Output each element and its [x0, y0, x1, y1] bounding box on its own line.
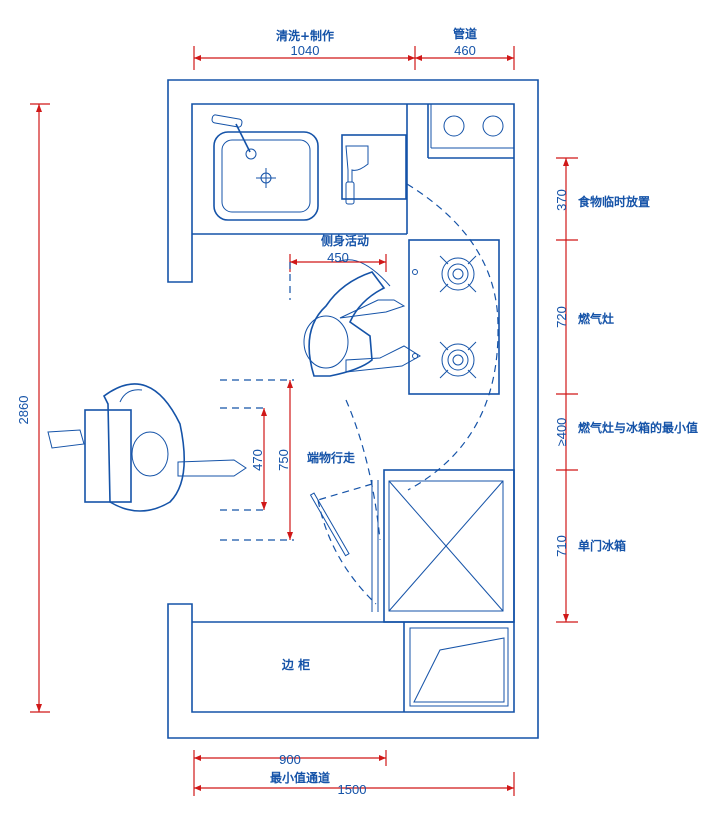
walking-dimensions: 750 470 端物行走: [220, 379, 355, 541]
walk-label: 端物行走: [307, 450, 355, 465]
right-dim-label-2: 燃气灶: [578, 311, 614, 326]
left-dimension: 2860: [16, 103, 50, 713]
bottom-total-dimension: 1500: [338, 782, 367, 797]
corridor-label: 最小值通道: [270, 770, 330, 785]
right-dim-value-1: 370: [554, 189, 569, 211]
gas-burner-icon: [408, 239, 500, 395]
faucet-icon: [211, 114, 257, 160]
person-icon: [47, 383, 247, 512]
right-dim-value-4: 710: [554, 535, 569, 557]
bottom-dimensions: 900 最小值通道 1500: [193, 750, 515, 797]
top-counter: [192, 104, 514, 235]
sink-icon: [213, 131, 319, 221]
bottom-cabinets: 边 柜: [192, 621, 514, 712]
top-dimensions: 清洗+制作 1040 管道 460: [193, 26, 515, 70]
wash-prep-label: 清洗+制作: [276, 28, 334, 43]
person-icon: [303, 259, 421, 377]
right-dim-value-2: 720: [554, 306, 569, 328]
walls: [167, 79, 539, 739]
right-dim-value-3: ≥400: [554, 418, 569, 447]
wash-prep-dimension: 1040: [291, 43, 320, 58]
right-dim-label-3: 燃气灶与冰箱的最小值: [578, 420, 698, 435]
side-activity-label: 侧身活动: [321, 233, 369, 248]
walk-inner-dimension: 470: [250, 449, 265, 471]
pipe-holes: [443, 115, 504, 137]
right-dim-label-4: 单门冰箱: [578, 538, 626, 553]
pipe-label: 管道: [453, 26, 477, 41]
right-dimensions: 370 食物临时放置 720 燃气灶 ≥400 燃气灶与冰箱的最小值 710 单…: [554, 157, 698, 623]
side-cabinet-label: 边 柜: [281, 657, 310, 672]
pipe-dimension: 460: [454, 43, 476, 58]
knife-icon: [345, 145, 369, 205]
right-dim-label-1: 食物临时放置: [577, 194, 650, 209]
total-length-dimension: 2860: [16, 396, 31, 425]
refrigerator-icon: [371, 469, 515, 623]
side-activity-dimension: 侧身活动 450: [289, 233, 387, 300]
side-activity-value: 450: [327, 250, 349, 265]
cutting-board-icon: [341, 134, 407, 200]
walk-outer-dimension: 750: [276, 449, 291, 471]
bottom-first-dimension: 900: [279, 752, 301, 767]
